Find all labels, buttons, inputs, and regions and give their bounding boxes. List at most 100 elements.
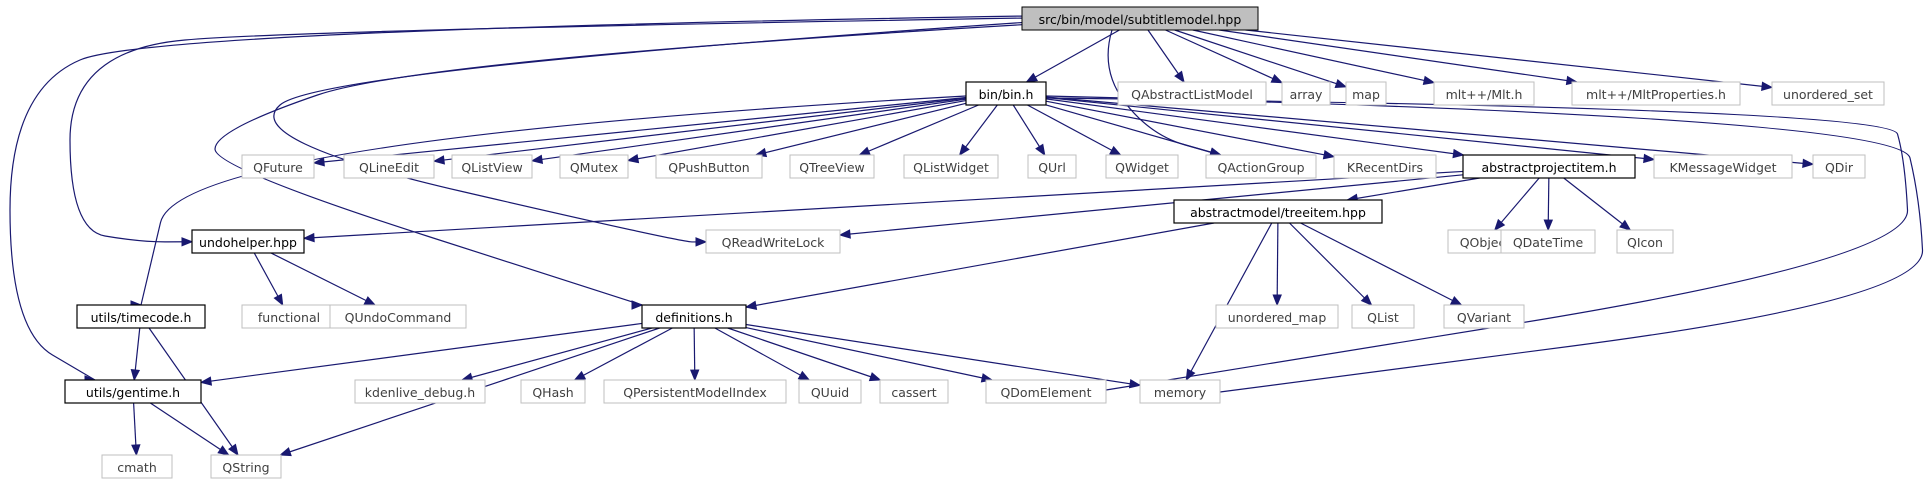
node-box-unordered_set: [1771, 81, 1885, 106]
edge-bin-to-QActionGroup: [1045, 104, 1221, 156]
node-subtitlemodel[interactable]: src/bin/model/subtitlemodel.hpp: [1021, 6, 1259, 31]
node-array: array: [1281, 81, 1331, 106]
arrowhead-treeitem-to-memory: [1185, 368, 1196, 382]
edge-treeitem-to-QList: [1289, 222, 1372, 306]
node-box-cmath: [101, 454, 173, 479]
node-label-QHash: QHash: [532, 385, 573, 400]
node-label-bin: bin/bin.h: [979, 87, 1034, 102]
arrowhead-subtitlemodel-to-undohelper: [181, 237, 194, 247]
node-QAbstractListModel: QAbstractListModel: [1117, 81, 1267, 106]
node-label-QLineEdit: QLineEdit: [359, 160, 419, 175]
node-bin[interactable]: bin/bin.h: [965, 81, 1047, 106]
edge-abstractprojectitem-to-undohelper: [303, 170, 1464, 239]
arrowhead-subtitlemodel-to-QReadWriteLock: [695, 237, 708, 247]
node-box-QString: [210, 454, 282, 479]
arrowhead-definitions-to-memory: [1128, 379, 1142, 389]
arrowhead-bin-to-KRecentDirs: [1322, 150, 1336, 160]
node-label-QMutex: QMutex: [570, 160, 618, 175]
arrowhead-treeitem-to-QList: [1360, 294, 1373, 306]
arrowhead-definitions-to-QUuid: [797, 370, 811, 381]
edge-bin-to-QLineEdit: [433, 97, 967, 162]
node-QList: QList: [1351, 304, 1415, 329]
node-label-QFuture: QFuture: [253, 160, 303, 175]
node-box-definitions: [641, 304, 747, 329]
node-cassert: cassert: [879, 379, 949, 404]
node-label-memory: memory: [1154, 385, 1207, 400]
node-unordered_map: unordered_map: [1215, 304, 1339, 329]
node-label-QAbstractListModel: QAbstractListModel: [1131, 87, 1253, 102]
node-label-definitions: definitions.h: [655, 310, 732, 325]
node-box-QListWidget: [903, 154, 999, 179]
node-label-KRecentDirs: KRecentDirs: [1347, 160, 1423, 175]
node-box-KMessageWidget: [1653, 154, 1793, 179]
node-box-QFuture: [241, 154, 315, 179]
arrowhead-timecode-to-QString: [228, 443, 239, 457]
node-functional: functional: [241, 304, 337, 329]
node-box-QList: [1351, 304, 1415, 329]
arrowhead-bin-to-KMessageWidget: [1643, 153, 1656, 164]
nodes: src/bin/model/subtitlemodel.hpp bin/bin.h…: [64, 6, 1885, 479]
edge-treeitem-to-unordered_map: [1276, 222, 1279, 306]
node-box-QAbstractListModel: [1117, 81, 1267, 106]
node-box-QUuid: [798, 379, 862, 404]
edge-treeitem-to-QVariant: [1300, 222, 1462, 306]
arrowhead-gentime-to-cmath: [131, 444, 141, 457]
node-label-QVariant: QVariant: [1457, 310, 1511, 325]
node-label-QWidget: QWidget: [1115, 160, 1169, 175]
node-QHash: QHash: [520, 379, 586, 404]
node-gentime[interactable]: utils/gentime.h: [64, 379, 202, 404]
edge-subtitlemodel-to-QAbstractListModel: [1147, 29, 1185, 83]
node-QIcon: QIcon: [1616, 229, 1674, 254]
node-box-QUndoCommand: [329, 304, 467, 329]
arrowhead-bin-to-QListView: [530, 154, 544, 165]
node-map: map: [1345, 81, 1387, 106]
node-box-memory: [1139, 379, 1221, 404]
edge-definitions-to-QHash: [574, 327, 673, 381]
edge-bin-to-QDir: [1045, 96, 1814, 165]
node-label-QIcon: QIcon: [1627, 235, 1663, 250]
edge-abstractprojectitem-to-treeitem: [1347, 177, 1480, 201]
node-box-QPushButton: [655, 154, 763, 179]
node-abstractprojectitem[interactable]: abstractprojectitem.h: [1462, 154, 1636, 179]
node-QListView: QListView: [451, 154, 533, 179]
node-label-QObject: QObject: [1460, 235, 1511, 250]
edge-subtitlemodel-to-QReadWriteLock: [273, 21, 1031, 243]
arrowhead-bin-to-QFuture: [312, 157, 325, 167]
node-QString: QString: [210, 454, 282, 479]
node-label-QListView: QListView: [461, 160, 522, 175]
edge-definitions-to-cassert: [727, 327, 881, 381]
arrowhead-undohelper-to-QUndoCommand: [363, 296, 377, 306]
node-box-cassert: [879, 379, 949, 404]
node-timecode[interactable]: utils/timecode.h: [76, 304, 206, 329]
node-undohelper[interactable]: undohelper.hpp: [191, 229, 305, 254]
node-definitions[interactable]: definitions.h: [641, 304, 747, 329]
node-label-unordered_map: unordered_map: [1228, 310, 1327, 325]
node-label-QUuid: QUuid: [811, 385, 849, 400]
node-QLineEdit: QLineEdit: [343, 154, 435, 179]
node-unordered_set: unordered_set: [1771, 81, 1885, 106]
node-box-abstractprojectitem: [1462, 154, 1636, 179]
edge-subtitlemodel-to-unordered_set: [1245, 29, 1773, 88]
node-box-QIcon: [1616, 229, 1674, 254]
node-box-KRecentDirs: [1333, 154, 1437, 179]
node-box-unordered_map: [1215, 304, 1339, 329]
node-QReadWriteLock: QReadWriteLock: [705, 229, 841, 254]
arrowhead-abstractprojectitem-to-QObject: [1493, 218, 1506, 232]
node-mltprops: mlt++/MltProperties.h: [1571, 81, 1741, 106]
node-cmath: cmath: [101, 454, 173, 479]
node-label-array: array: [1290, 87, 1323, 102]
node-box-timecode: [76, 304, 206, 329]
node-QDateTime: QDateTime: [1500, 229, 1596, 254]
arrowhead-treeitem-to-unordered_map: [1272, 294, 1282, 307]
edge-gentime-to-QString: [149, 402, 230, 456]
node-QFuture: QFuture: [241, 154, 315, 179]
node-box-QActionGroup: [1205, 154, 1317, 179]
edge-bin-to-QDomElement: [1045, 97, 1909, 391]
node-box-QWidget: [1105, 154, 1179, 179]
node-treeitem[interactable]: abstractmodel/treeitem.hpp: [1173, 199, 1383, 224]
node-label-map: map: [1352, 87, 1380, 102]
edge-subtitlemodel-to-map: [1174, 29, 1347, 88]
node-box-kdenlive_debug: [354, 379, 486, 404]
node-box-undohelper: [191, 229, 305, 254]
node-label-QUndoCommand: QUndoCommand: [345, 310, 452, 325]
